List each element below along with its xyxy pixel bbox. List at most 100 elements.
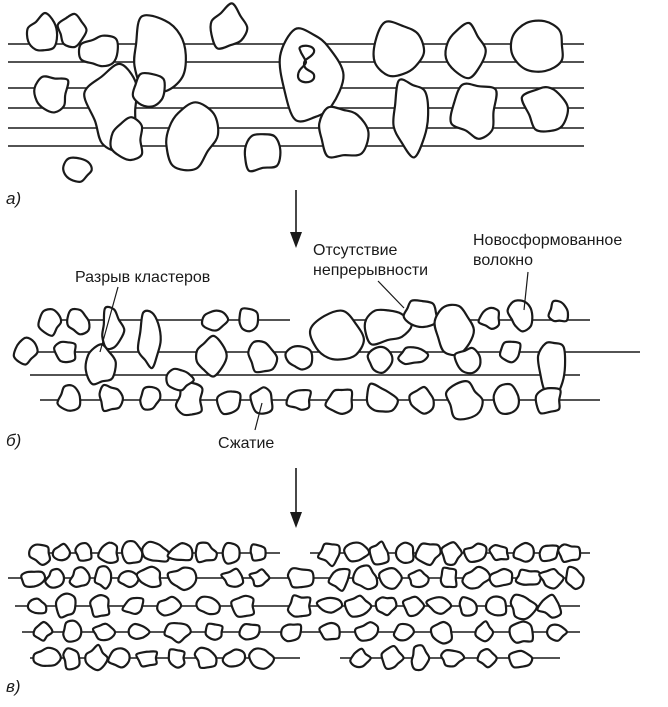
particle-cluster	[370, 542, 389, 565]
particle-cluster	[168, 543, 193, 560]
particle-cluster	[514, 543, 534, 562]
particle-cluster	[118, 571, 138, 587]
particle-cluster	[133, 73, 165, 107]
particle-cluster	[164, 623, 190, 642]
particle-cluster	[345, 596, 371, 617]
particle-cluster	[446, 23, 486, 78]
particle-cluster	[137, 567, 161, 587]
panel-c-label: в)	[6, 677, 21, 696]
particle-cluster	[57, 385, 80, 411]
particle-cluster	[206, 624, 223, 640]
particle-cluster	[403, 597, 424, 616]
particle-cluster	[516, 570, 541, 585]
particle-cluster	[353, 565, 377, 589]
particle-cluster	[34, 622, 53, 641]
particle-cluster	[56, 594, 76, 618]
particle-cluster	[355, 622, 378, 640]
particle-cluster	[90, 595, 109, 617]
particle-cluster	[416, 543, 441, 565]
particle-cluster	[464, 544, 486, 562]
particle-cluster	[54, 342, 76, 362]
particle-cluster	[63, 648, 79, 669]
particle-cluster	[168, 568, 197, 590]
particle-cluster	[202, 311, 228, 331]
particle-cluster	[409, 387, 433, 414]
new-fiber-label-line2: волокно	[473, 252, 533, 269]
particle-cluster	[14, 338, 38, 365]
particle-cluster	[317, 598, 342, 613]
particle-cluster	[319, 107, 368, 158]
particle-cluster	[479, 308, 500, 329]
particle-cluster	[540, 545, 559, 561]
particle-cluster	[34, 76, 68, 112]
particle-cluster	[510, 622, 533, 643]
particle-cluster	[398, 347, 428, 364]
particle-cluster	[79, 36, 118, 67]
particle-cluster	[494, 384, 519, 414]
particle-cluster	[288, 595, 310, 616]
particle-cluster	[522, 87, 568, 131]
particle-cluster	[211, 3, 248, 48]
particle-cluster	[376, 597, 397, 615]
particle-cluster	[223, 649, 245, 666]
panel-a-label: а)	[6, 189, 21, 208]
panel-b-drawing-clusters	[14, 300, 640, 419]
particle-cluster	[285, 346, 312, 369]
panel-c-fine-fibers	[8, 541, 590, 670]
particle-cluster	[27, 13, 57, 50]
particle-cluster	[558, 544, 580, 562]
transition-arrow-1	[290, 190, 302, 248]
particle-cluster	[63, 158, 92, 182]
particle-cluster	[251, 544, 266, 560]
particle-cluster	[108, 648, 129, 667]
particle-cluster	[102, 307, 124, 349]
particle-cluster	[250, 387, 272, 413]
particle-cluster	[549, 301, 568, 322]
particle-cluster	[489, 545, 508, 560]
transition-arrow-2	[290, 468, 302, 528]
particle-cluster	[140, 387, 160, 410]
particle-cluster	[70, 567, 90, 587]
particle-cluster	[288, 568, 314, 587]
particle-cluster	[329, 569, 350, 591]
particle-cluster	[367, 384, 398, 412]
particle-cluster	[136, 651, 157, 666]
particle-cluster	[350, 649, 370, 667]
particle-cluster	[382, 646, 404, 669]
particle-cluster	[138, 311, 161, 368]
particle-cluster	[434, 305, 473, 355]
particle-cluster	[195, 648, 217, 668]
particle-cluster	[223, 543, 240, 564]
particle-cluster	[166, 102, 218, 170]
particle-cluster	[508, 300, 533, 331]
particle-cluster	[169, 649, 185, 667]
particle-cluster	[281, 624, 301, 641]
particle-cluster	[75, 543, 91, 561]
particle-cluster	[344, 543, 369, 562]
particle-cluster	[248, 341, 277, 372]
particle-cluster	[29, 545, 50, 565]
compression-label: Сжатие	[218, 435, 274, 452]
particle-cluster	[318, 544, 340, 567]
particle-cluster	[500, 342, 521, 363]
particle-cluster	[21, 572, 45, 587]
particle-cluster	[404, 300, 437, 327]
particle-cluster	[63, 621, 81, 642]
particle-cluster	[379, 568, 402, 589]
particle-cluster	[455, 348, 481, 373]
particle-cluster	[547, 625, 567, 641]
particle-cluster	[53, 544, 70, 560]
discontinuity-label-line2: непрерывности	[313, 262, 428, 279]
particle-cluster	[100, 385, 123, 411]
particle-cluster	[511, 595, 537, 620]
particle-cluster	[509, 651, 532, 668]
discontinuity-leader	[378, 281, 404, 308]
particle-cluster	[368, 347, 393, 373]
particle-cluster	[45, 569, 64, 588]
particle-cluster	[441, 568, 457, 588]
particle-cluster	[536, 388, 561, 413]
particle-cluster	[196, 597, 219, 614]
particle-cluster	[462, 567, 490, 589]
particle-cluster	[412, 645, 430, 670]
